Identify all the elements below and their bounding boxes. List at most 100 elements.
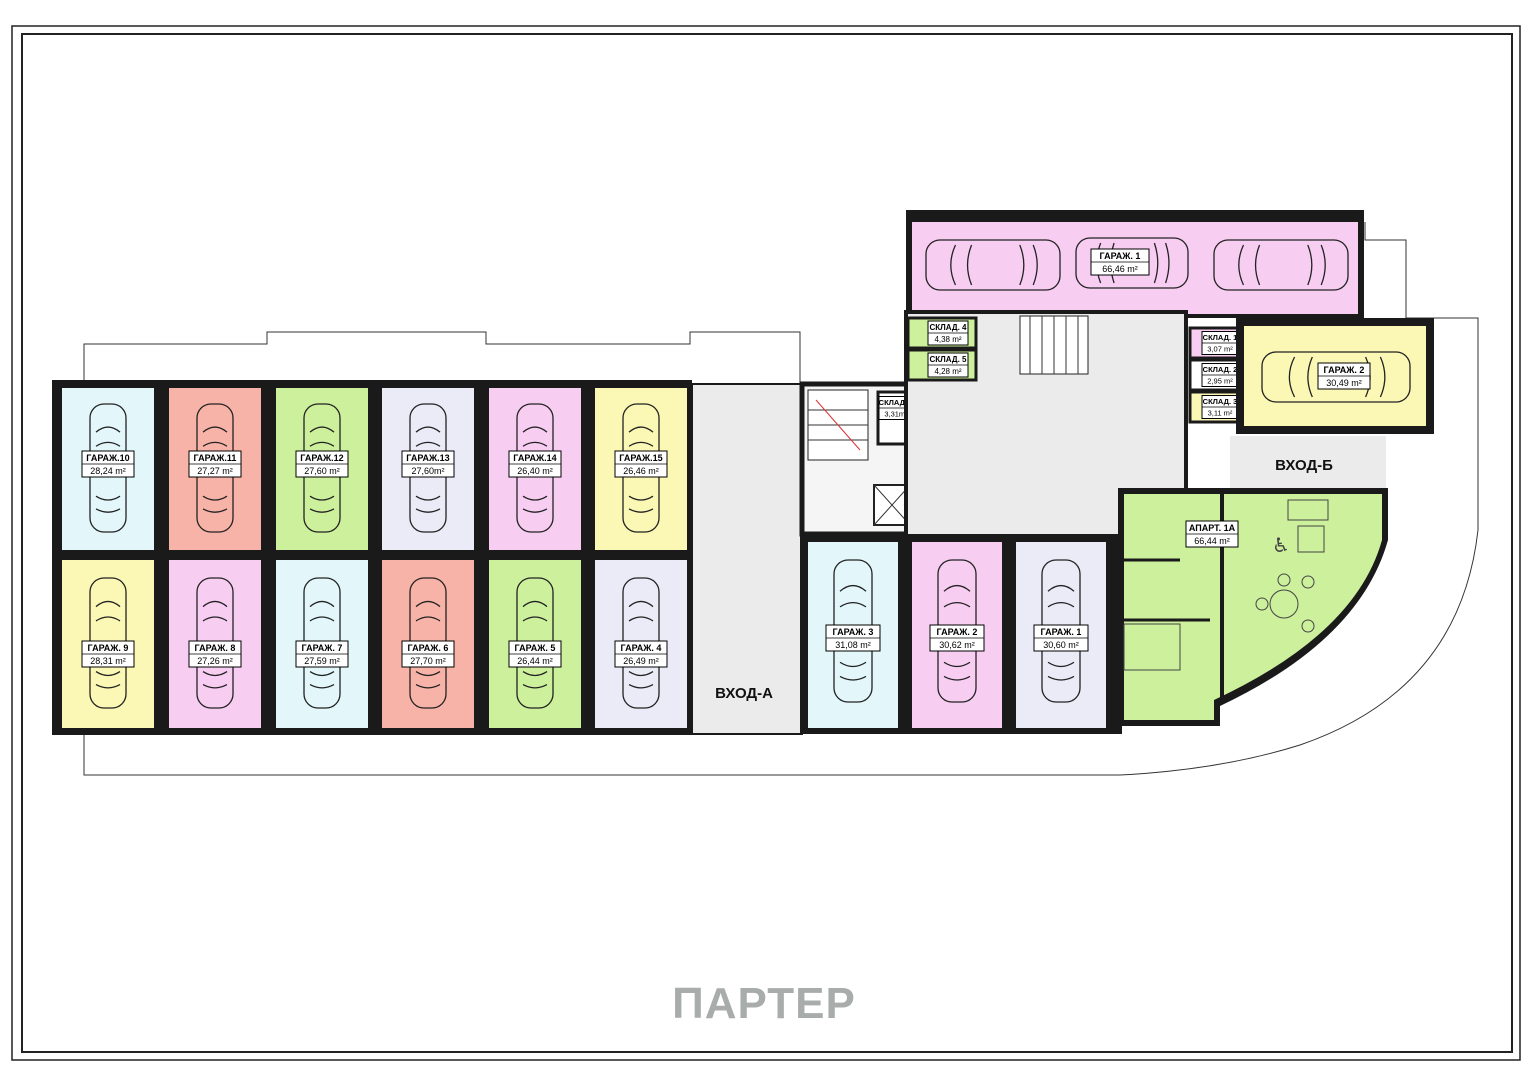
garage-label: ГАРАЖ. 7 27,59 m² bbox=[295, 640, 349, 668]
garage-label: ГАРАЖ.13 27,60m² bbox=[401, 450, 455, 478]
storage-label-area: 4,38 m² bbox=[934, 335, 961, 344]
garage-bay: ГАРАЖ. 5 26,44 m² bbox=[489, 560, 581, 728]
storage-label-area: 2,95 m² bbox=[1207, 377, 1233, 386]
garage-label-title: ГАРАЖ. 7 bbox=[302, 643, 343, 653]
storage-label-area: 3,11 m² bbox=[1208, 409, 1233, 418]
storage-b-left: СКЛАД. 4 4,38 m² СКЛАД. 5 4,28 m² bbox=[906, 316, 978, 382]
sheet-inner-frame bbox=[21, 33, 1513, 1053]
garage-label-title: ГАРАЖ. 2 bbox=[937, 627, 978, 637]
storage-label-title: СКЛАД. 2 bbox=[1203, 365, 1238, 374]
garage-label-area: 26,49 m² bbox=[623, 656, 659, 666]
garage-label-area: 30,49 m² bbox=[1326, 378, 1362, 388]
garage-label-area: 28,31 m² bbox=[90, 656, 126, 666]
garage-label-title: ГАРАЖ.11 bbox=[194, 453, 237, 463]
garage-b1-label: ГАРАЖ. 1 66,46 m² bbox=[1090, 248, 1150, 276]
garage-bay: ГАРАЖ. 3 31,08 m² bbox=[808, 542, 898, 728]
garage-label-area: 26,46 m² bbox=[623, 466, 659, 476]
storage-label-area: 4,28 m² bbox=[934, 367, 961, 376]
stair-a bbox=[807, 389, 869, 461]
garage-label-title: ГАРАЖ. 3 bbox=[833, 627, 874, 637]
garage-bay: ГАРАЖ.13 27,60m² bbox=[382, 388, 474, 550]
garage-label-area: 28,24 m² bbox=[90, 466, 126, 476]
garage-label-area: 66,46 m² bbox=[1102, 264, 1138, 274]
garage-bay: ГАРАЖ. 4 26,49 m² bbox=[595, 560, 687, 728]
garage-label: ГАРАЖ. 2 30,62 m² bbox=[929, 624, 985, 652]
apartment-label-area: 66,44 m² bbox=[1194, 536, 1230, 546]
garage-label-area: 30,62 m² bbox=[939, 640, 975, 650]
garage-label: ГАРАЖ. 5 26,44 m² bbox=[508, 640, 562, 668]
apartment-label-title: АПАРТ. 1А bbox=[1189, 523, 1236, 533]
garage-bay: ГАРАЖ. 1 30,60 m² bbox=[1016, 542, 1106, 728]
storage-label: СКЛАД. 1 3,07 m² bbox=[1201, 331, 1239, 355]
storage-unit: СКЛАД. 1 3,07 m² bbox=[1188, 326, 1242, 360]
storage-label: СКЛАД. 2 2,95 m² bbox=[1201, 363, 1239, 387]
garage-label: ГАРАЖ. 1 30,60 m² bbox=[1033, 624, 1089, 652]
storage-b-right: СКЛАД. 1 3,07 m² СКЛАД. 2 2,95 m² СКЛАД. 3 3,… bbox=[1188, 326, 1242, 424]
garage-label: ГАРАЖ. 1 66,46 m² bbox=[1090, 248, 1150, 276]
storage-label: СКЛАД. 5 4,28 m² bbox=[927, 352, 969, 378]
wheelchair-icon: ♿ bbox=[1272, 533, 1290, 557]
storage-label-title: СКЛАД. 1 bbox=[879, 398, 914, 407]
apartment-1a-label: АПАРТ. 1А 66,44 m² bbox=[1185, 520, 1239, 548]
garage-bay: ГАРАЖ. 8 27,26 m² bbox=[169, 560, 261, 728]
garage-label-area: 30,60 m² bbox=[1043, 640, 1079, 650]
floor-title: ПАРТЕР bbox=[672, 979, 856, 1028]
stair-b bbox=[1019, 315, 1089, 375]
garage-bay: ГАРАЖ. 2 30,62 m² bbox=[912, 542, 1002, 728]
sheet-outer-frame bbox=[11, 25, 1521, 1061]
garage-label-area: 31,08 m² bbox=[835, 640, 871, 650]
apartment-1a: ♿ bbox=[1118, 488, 1388, 726]
storage-unit: СКЛАД. 3 3,11 m² bbox=[1188, 390, 1242, 424]
garage-label-title: ГАРАЖ. 5 bbox=[515, 643, 556, 653]
garage-label-title: ГАРАЖ. 1 bbox=[1041, 627, 1082, 637]
garage-label: ГАРАЖ. 928,31 m² bbox=[81, 640, 135, 668]
entrance-b-hall bbox=[1230, 436, 1386, 488]
apartment-label: АПАРТ. 1А 66,44 m² bbox=[1185, 520, 1239, 548]
garage-label: ГАРАЖ.11 27,27 m² bbox=[188, 450, 242, 478]
garage-bay: ГАРАЖ. 928,31 m² bbox=[62, 560, 154, 728]
storage-label-area: 3,31m² bbox=[884, 410, 908, 419]
entrance-a-hall bbox=[691, 383, 803, 735]
storage-unit: СКЛАД. 5 4,28 m² bbox=[906, 348, 978, 382]
garage-label: ГАРАЖ. 4 26,49 m² bbox=[614, 640, 668, 668]
storage-label-area: 3,07 m² bbox=[1207, 345, 1233, 354]
storage-label: СКЛАД. 4 4,38 m² bbox=[927, 320, 969, 346]
garage-label-area: 27,60m² bbox=[411, 466, 444, 476]
garage-label-area: 27,60 m² bbox=[304, 466, 340, 476]
garage-label: ГАРАЖ. 3 31,08 m² bbox=[825, 624, 881, 652]
garage-label-area: 27,70 m² bbox=[410, 656, 446, 666]
car-icon bbox=[1213, 239, 1349, 291]
garage-label-title: ГАРАЖ.13 bbox=[406, 453, 449, 463]
site-outline bbox=[83, 222, 1479, 776]
garage-label-title: ГАРАЖ. 1 bbox=[1100, 251, 1141, 261]
garage-label-title: ГАРАЖ.12 bbox=[300, 453, 343, 463]
garage-bay: ГАРАЖ.12 27,60 m² bbox=[276, 388, 368, 550]
garage-label-title: ГАРАЖ. 4 bbox=[621, 643, 662, 653]
storage-unit: СКЛАД. 4 4,38 m² bbox=[906, 316, 978, 350]
garage-label-area: 27,26 m² bbox=[197, 656, 233, 666]
garage-label: ГАРАЖ. 6 27,70 m² bbox=[401, 640, 455, 668]
storage-label-title: СКЛАД. 1 bbox=[1203, 333, 1238, 342]
garage-label-area: 27,59 m² bbox=[304, 656, 340, 666]
garage-label-title: ГАРАЖ. 8 bbox=[195, 643, 236, 653]
storage-label-title: СКЛАД. 5 bbox=[930, 355, 967, 364]
entrance-a-label: ВХОД-А bbox=[715, 685, 773, 702]
storage-label: СКЛАД. 3 3,11 m² bbox=[1201, 395, 1239, 419]
garage-label-title: ГАРАЖ. 6 bbox=[408, 643, 449, 653]
garage-label-title: ГАРАЖ. 2 bbox=[1324, 365, 1365, 375]
garage-bay: ГАРАЖ. 7 27,59 m² bbox=[276, 560, 368, 728]
storage-label-title: СКЛАД. 4 bbox=[930, 323, 967, 332]
garage-label: ГАРАЖ. 2 30,49 m² bbox=[1317, 362, 1371, 390]
garage-bay: ГАРАЖ. 6 27,70 m² bbox=[382, 560, 474, 728]
garage-b2-label: ГАРАЖ. 2 30,49 m² bbox=[1317, 362, 1371, 390]
garage-label-area: 26,44 m² bbox=[517, 656, 553, 666]
garage-label-area: 27,27 m² bbox=[197, 466, 233, 476]
storage-label-title: СКЛАД. 3 bbox=[1203, 397, 1238, 406]
garage-bay: ГАРАЖ.11 27,27 m² bbox=[169, 388, 261, 550]
garage-label-title: ГАРАЖ.14 bbox=[513, 453, 556, 463]
